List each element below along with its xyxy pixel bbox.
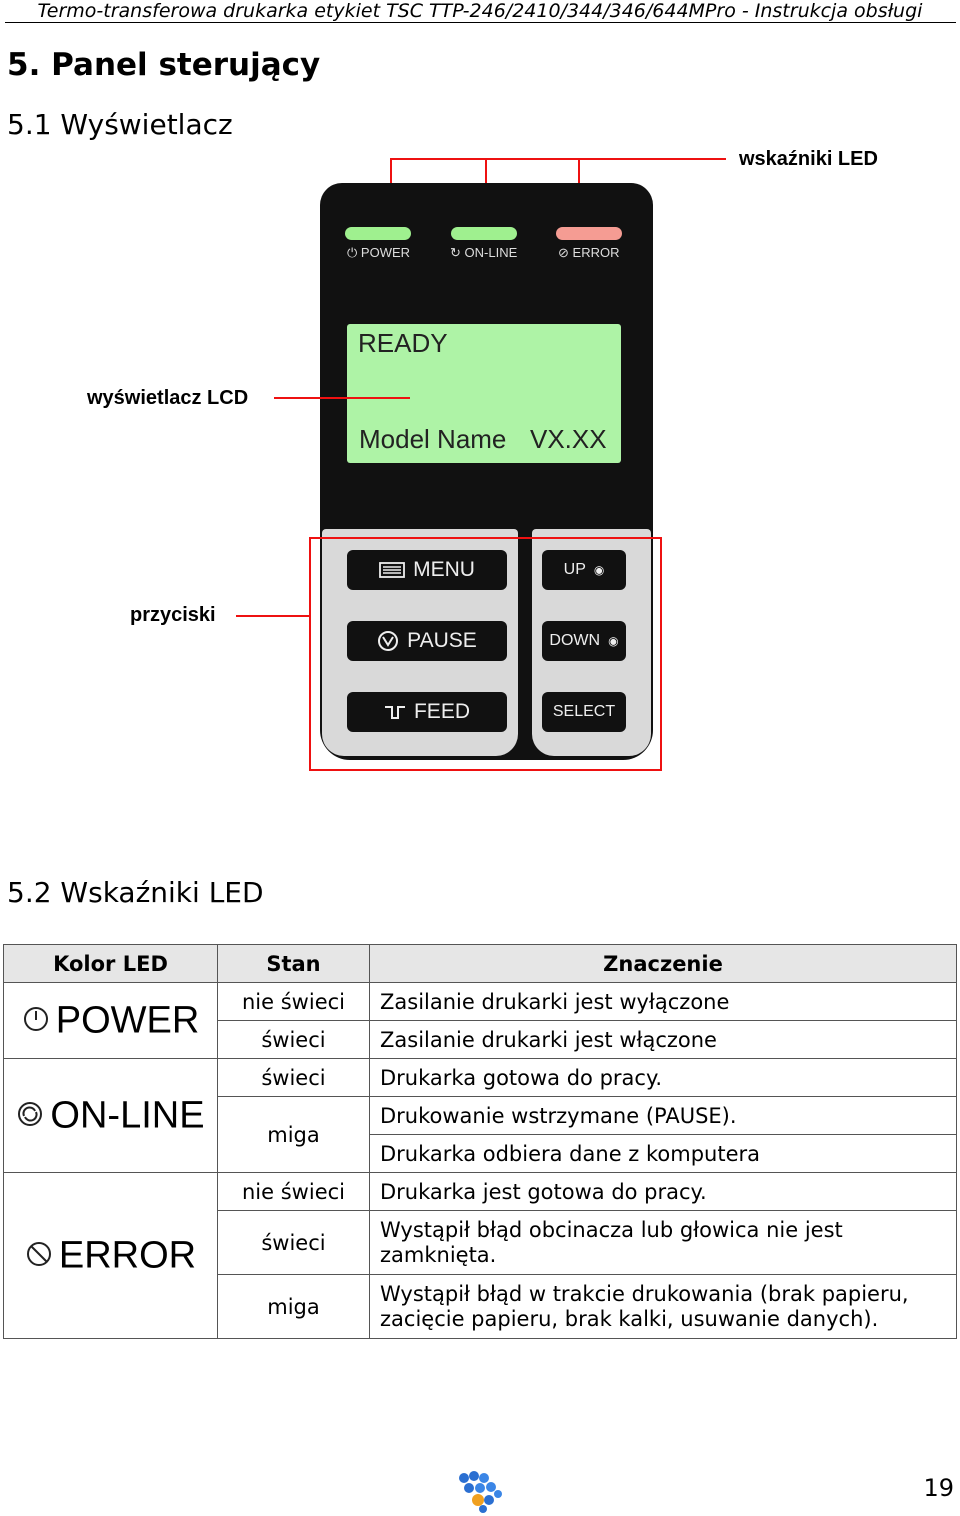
meaning-cell: Zasilanie drukarki jest wyłączone	[369, 982, 957, 1021]
led-label-power: ⏻ POWER	[347, 245, 411, 260]
led-error	[556, 227, 622, 240]
feed-button[interactable]: FEED	[347, 692, 507, 732]
online-icon	[16, 1095, 44, 1138]
lcd-display: READY Model Name VX.XX	[347, 324, 621, 463]
table-row: ON-LINE świeci Drukarka gotowa do pracy.	[3, 1058, 957, 1173]
error-icon: ⊘	[558, 245, 569, 260]
feed-icon	[384, 706, 405, 719]
tsc-logo-icon	[459, 1471, 502, 1513]
arrow-up-icon: ◉	[593, 563, 605, 577]
pause-button[interactable]: PAUSE	[347, 621, 507, 661]
state-cell: nie świeci	[217, 1172, 370, 1211]
table-row: POWER nie świeci Zasilanie drukarki jest…	[3, 982, 957, 1059]
select-button[interactable]: SELECT	[542, 692, 626, 732]
callout-lcd: wyświetlacz LCD	[87, 387, 249, 409]
table-row: miga Wystąpił błąd w trakcie drukowania …	[4, 1274, 957, 1339]
led-table: Kolor LED Stan Znaczenie POWER nie świec…	[3, 944, 957, 1339]
table-row: świeci Wystąpił błąd obcinacza lub głowi…	[4, 1210, 957, 1275]
pause-icon	[378, 631, 399, 651]
lcd-model-name: Model Name	[359, 424, 507, 454]
led-error-cell: ERROR	[3, 1172, 218, 1339]
callout-led-indicators: wskaźniki LED	[739, 148, 878, 170]
section-title: 5. Panel sterujący	[7, 47, 321, 83]
meaning-cell: Wystąpił błąd w trakcie drukowania (brak…	[369, 1274, 957, 1339]
led-label-online: ↻ ON-LINE	[450, 245, 518, 260]
header-rule	[5, 22, 956, 23]
page-number: 19	[923, 1474, 954, 1502]
up-button[interactable]: UP ◉	[542, 550, 626, 590]
callout-line-buttons	[236, 615, 310, 617]
table-row: ERROR nie świeci Drukarka jest gotowa do…	[3, 1172, 957, 1339]
meaning-cell: Drukowanie wstrzymane (PAUSE).	[369, 1096, 957, 1135]
subsection-led: 5.2 Wskaźniki LED	[7, 876, 264, 909]
meaning-cell: Drukarka jest gotowa do pracy.	[369, 1172, 957, 1211]
lcd-version: VX.XX	[530, 424, 607, 454]
power-icon	[22, 1000, 50, 1043]
error-icon	[25, 1235, 53, 1278]
buttons-highlight-box	[309, 537, 662, 771]
header-meaning: Znaczenie	[369, 944, 957, 983]
menu-icon	[379, 562, 405, 578]
callout-line-leds	[390, 158, 726, 160]
meaning-cell: Zasilanie drukarki jest włączone	[369, 1020, 957, 1059]
subsection-display: 5.1 Wyświetlacz	[7, 108, 233, 141]
menu-button[interactable]: MENU	[347, 550, 507, 590]
lcd-line-ready: READY	[358, 328, 448, 358]
state-cell: świeci	[217, 1210, 370, 1275]
down-button[interactable]: DOWN ◉	[542, 621, 626, 661]
state-cell: świeci	[217, 1058, 370, 1097]
led-power	[345, 227, 411, 240]
meaning-cell: Drukarka odbiera dane z komputera	[369, 1134, 957, 1173]
header-led-color: Kolor LED	[3, 944, 218, 983]
power-icon: ⏻	[347, 245, 358, 260]
state-cell: nie świeci	[217, 982, 370, 1021]
table-row: Drukarka odbiera dane z komputera	[4, 1134, 957, 1173]
led-online	[451, 227, 517, 240]
state-cell: świeci	[217, 1020, 370, 1059]
table-row: miga Drukowanie wstrzymane (PAUSE).	[4, 1096, 957, 1173]
meaning-cell: Drukarka gotowa do pracy.	[369, 1058, 957, 1097]
callout-buttons: przyciski	[130, 604, 216, 626]
online-icon: ↻	[450, 245, 461, 260]
document-header: Termo-transferowa drukarka etykiet TSC T…	[37, 0, 923, 22]
control-panel: ⏻ POWER ↻ ON-LINE ⊘ ERROR READY Model Na…	[320, 183, 653, 760]
meaning-cell: Wystąpił błąd obcinacza lub głowica nie …	[369, 1210, 957, 1275]
header-state: Stan	[217, 944, 370, 983]
table-row: świeci Zasilanie drukarki jest włączone	[4, 1020, 957, 1059]
table-header-row: Kolor LED Stan Znaczenie	[3, 944, 957, 983]
led-online-cell: ON-LINE	[3, 1058, 218, 1173]
state-cell: miga	[217, 1274, 370, 1339]
led-power-cell: POWER	[3, 982, 218, 1059]
state-cell: miga	[217, 1096, 370, 1173]
arrow-down-icon: ◉	[608, 634, 619, 648]
callout-line-lcd	[274, 397, 410, 399]
led-label-error: ⊘ ERROR	[558, 245, 620, 260]
